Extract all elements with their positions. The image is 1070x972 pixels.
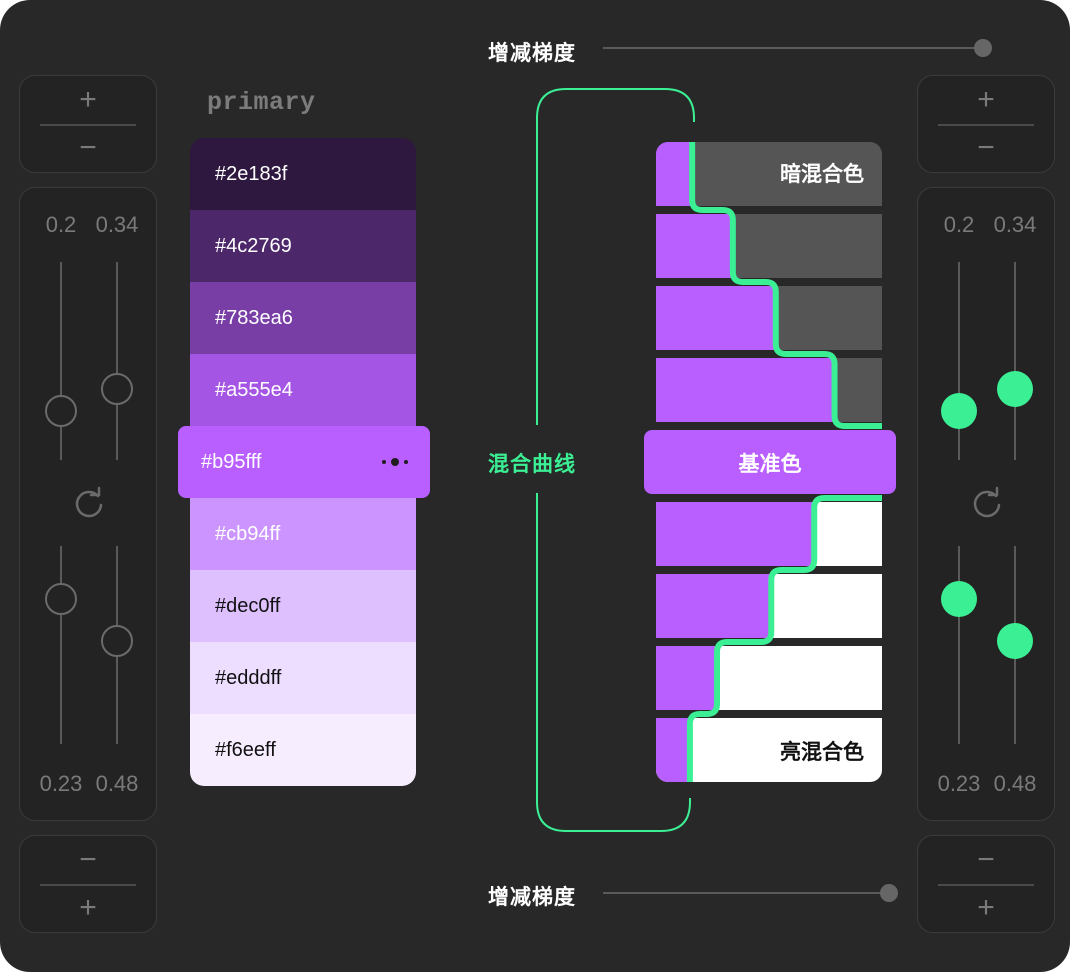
swatch[interactable]: #dec0ff <box>190 570 416 642</box>
divider <box>40 124 136 126</box>
left-decrease-button-bottom[interactable]: − <box>79 843 97 876</box>
left-light-slider-track-1[interactable] <box>60 546 62 744</box>
right-decrease-button[interactable]: − <box>977 131 995 164</box>
right-dark-slider-knob-2[interactable] <box>997 370 1033 407</box>
right-increase-button[interactable]: + <box>977 83 995 116</box>
right-decrease-button-bottom[interactable]: − <box>977 843 995 876</box>
right-dark-value-2: 0.34 <box>993 212 1037 237</box>
left-dark-slider-knob-2[interactable] <box>101 372 133 405</box>
divider <box>938 124 1034 126</box>
left-dark-slider-track-1[interactable] <box>60 262 62 460</box>
left-light-slider-knob-2[interactable] <box>101 625 133 658</box>
dark-blend-curve <box>689 142 882 429</box>
swatch-hex-label: #b95fff <box>201 450 262 473</box>
swatch-hex-label: #f6eeff <box>215 738 276 761</box>
swatch-hex-label: #4c2769 <box>215 234 292 257</box>
swatch[interactable]: #cb94ff <box>190 498 416 570</box>
curve-bracket-bottom <box>536 493 691 832</box>
left-light-slider-knob-1[interactable] <box>45 583 77 616</box>
right-increase-button-bottom[interactable]: + <box>977 891 995 924</box>
left-decrease-button[interactable]: − <box>79 131 97 164</box>
left-increase-button-bottom[interactable]: + <box>79 891 97 924</box>
light-blend-row <box>656 718 882 782</box>
reset-icon[interactable] <box>72 486 106 520</box>
more-dots-icon[interactable] <box>382 458 408 466</box>
light-blend-base-portion <box>656 574 772 638</box>
gradient-slider-top-knob[interactable] <box>974 39 992 57</box>
right-light-value-2: 0.48 <box>993 771 1037 796</box>
blend-rows <box>656 142 882 782</box>
swatch-hex-label: #a555e4 <box>215 378 293 401</box>
reset-icon[interactable] <box>970 486 1004 520</box>
base-color-bar[interactable] <box>644 430 896 494</box>
right-dark-slider-knob-1[interactable] <box>941 392 977 429</box>
light-blend-base-portion <box>656 718 690 782</box>
swatch[interactable]: #a555e4 <box>190 354 416 426</box>
right-light-value-1: 0.23 <box>937 771 981 796</box>
right-dark-slider-track-1[interactable] <box>958 262 960 460</box>
swatch-hex-label: #dec0ff <box>215 594 281 617</box>
right-dark-slider-track-2[interactable] <box>1014 262 1016 460</box>
swatch[interactable]: #4c2769 <box>190 210 416 282</box>
swatch-selected[interactable]: #b95fff <box>178 426 430 498</box>
swatch[interactable]: #783ea6 <box>190 282 416 354</box>
swatch-hex-label: #edddff <box>215 666 282 689</box>
dark-blend-base-portion <box>656 358 835 422</box>
right-slider-panel: 0.2 0.23 0.34 0.48 <box>917 187 1055 821</box>
gradient-slider-bottom-track[interactable] <box>603 892 889 894</box>
light-blend-curve <box>686 495 882 782</box>
right-light-slider-track-1[interactable] <box>958 546 960 744</box>
gradient-slider-top-track[interactable] <box>603 47 983 49</box>
dark-blend-base-portion <box>656 286 776 350</box>
right-light-slider-knob-2[interactable] <box>997 623 1033 660</box>
dark-blend-base-portion <box>656 142 693 206</box>
gradient-label-bottom: 增减梯度 <box>488 886 576 909</box>
divider <box>938 884 1034 886</box>
dark-blend-label: 暗混合色 <box>780 162 864 186</box>
left-increase-button[interactable]: + <box>79 83 97 116</box>
right-stepper-top: + − <box>917 75 1055 173</box>
gradient-slider-bottom-knob[interactable] <box>880 884 898 902</box>
palette-name: primary <box>207 88 316 117</box>
swatch-hex-label: #2e183f <box>215 162 288 185</box>
base-color-label: 基准色 <box>739 452 802 476</box>
right-stepper-bottom: − + <box>917 835 1055 933</box>
left-dark-slider-knob-1[interactable] <box>45 394 77 427</box>
left-dark-value-1: 0.2 <box>45 212 77 237</box>
light-blend-base-portion <box>656 502 815 566</box>
blend-curve-label: 混合曲线 <box>488 453 576 476</box>
left-light-value-1: 0.23 <box>39 771 83 796</box>
divider <box>40 884 136 886</box>
swatch-hex-label: #783ea6 <box>215 306 293 329</box>
left-stepper-top: + − <box>19 75 157 173</box>
left-stepper-bottom: − + <box>19 835 157 933</box>
gradient-label-top: 增减梯度 <box>488 42 576 65</box>
left-slider-panel: 0.2 0.23 0.34 0.48 <box>19 187 157 821</box>
dark-blend-base-portion <box>656 214 733 278</box>
right-dark-value-1: 0.2 <box>943 212 975 237</box>
swatch[interactable]: #edddff <box>190 642 416 714</box>
swatch[interactable]: #2e183f <box>190 138 416 210</box>
light-blend-label: 亮混合色 <box>780 740 864 764</box>
swatch-hex-label: #cb94ff <box>215 522 281 545</box>
light-blend-base-portion <box>656 646 718 710</box>
curve-bracket-top <box>536 88 695 425</box>
left-dark-value-2: 0.34 <box>95 212 139 237</box>
swatch[interactable]: #f6eeff <box>190 714 416 786</box>
right-light-slider-knob-1[interactable] <box>941 581 977 618</box>
left-dark-slider-track-2[interactable] <box>116 262 118 460</box>
left-light-value-2: 0.48 <box>95 771 139 796</box>
